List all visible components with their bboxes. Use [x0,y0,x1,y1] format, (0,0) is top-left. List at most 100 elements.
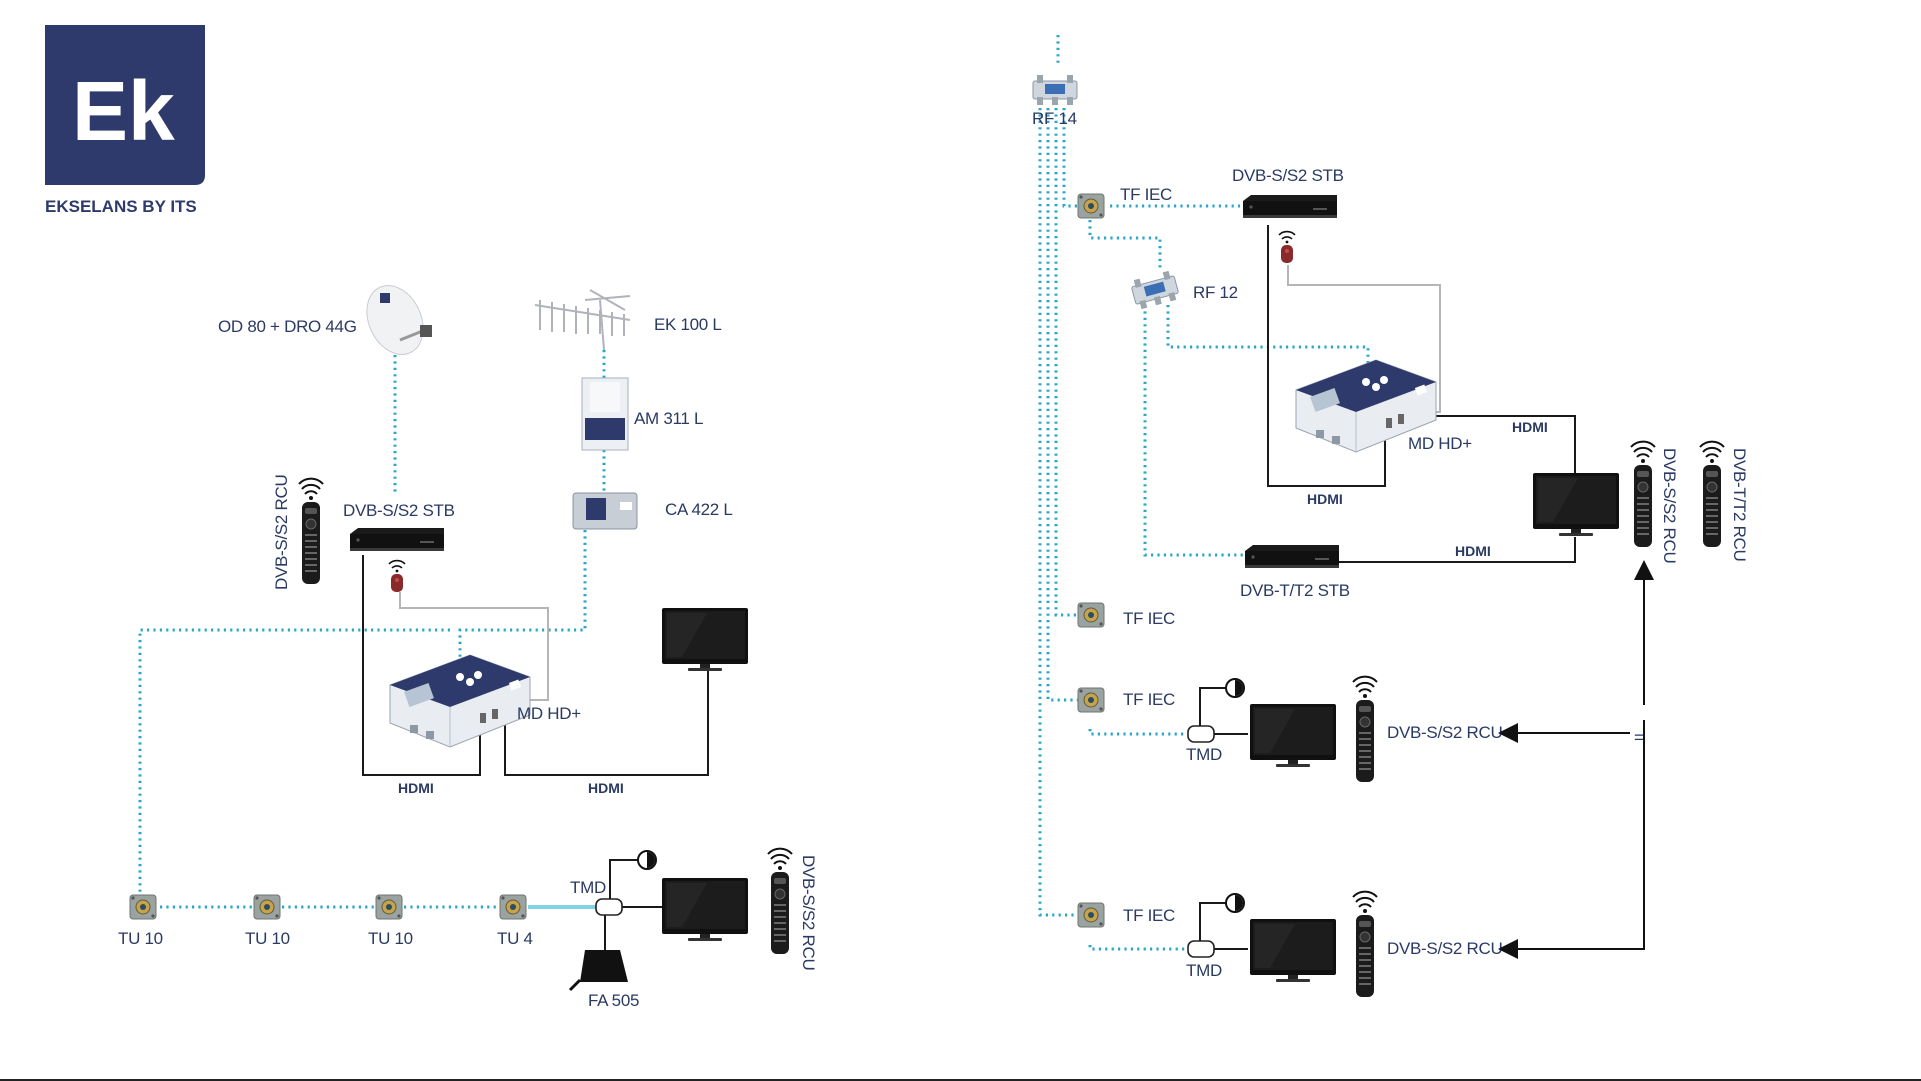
hdmi-modulator-to-tv-right [1420,415,1576,473]
amp-label: AM 311 L [634,409,703,428]
bottom-rule [0,1079,1921,1081]
rcu4-label: DVB-S/S2 RCU [1387,939,1502,958]
ekselans-logo: Ek EKSELANS BY ITS [45,25,205,216]
dvb-s-remote-3 [1352,675,1378,783]
dish-label: OD 80 + DRO 44G [218,317,357,336]
fa-label: FA 505 [588,991,639,1010]
modulator-label-right: MD HD+ [1408,434,1472,453]
rcu-label: DVB-S/S2 RCU [272,475,291,590]
outlet-tu10-1 [129,894,157,920]
ca-label: CA 422 L [665,500,733,519]
logo-mark-background [45,25,205,185]
hdmi-label-top: HDMI [1512,419,1548,435]
dvb-t-remote [1699,440,1725,548]
tu10-label-3: TU 10 [368,929,413,948]
hdmi-stb-to-modulator-right [1267,225,1386,487]
left-installation: OD 80 + DRO 44G EK 100 L AM 311 L CA 422… [118,285,818,1010]
tfiec-label-1: TF IEC [1120,185,1172,204]
tfiec-label-4: TF IEC [1123,906,1175,925]
hdmi-label-loop: HDMI [1307,491,1343,507]
ir-receiver-left [388,559,406,593]
modulator-label: MD HD+ [517,704,581,723]
dvb-t-stb [1245,545,1339,568]
tmd-right-1 [1187,725,1215,743]
coax-modulator-to-tu-line [138,628,450,895]
hdmi-label-t: HDMI [1455,543,1491,559]
tfiec-label-2: TF IEC [1123,609,1175,628]
tu4-label: TU 4 [497,929,533,948]
outlet-tu10-2 [253,894,281,920]
outlet-tfiec-1 [1077,193,1105,219]
hdmi-label-2: HDMI [588,780,624,796]
rcu-t-label: DVB-T/T2 RCU [1730,448,1749,562]
coax-tfiec-to-rf12 [1088,220,1162,270]
tv-right-1 [1250,704,1336,767]
tmd-eye-wire-right-1 [1199,687,1228,726]
outlet-tu10-3 [375,894,403,920]
tfiec-label-3: TF IEC [1123,690,1175,709]
hdmi-modulator-to-tv [504,668,709,776]
dvb-s-remote-4 [1352,890,1378,998]
outlet-tfiec-4 [1077,902,1105,928]
stb-t-label: DVB-T/T2 STB [1240,581,1350,600]
rf12-label: RF 12 [1193,283,1238,302]
coax-bus-4 [1062,108,1080,208]
tmd-eye-right-1 [1225,678,1245,698]
power-supply-ca [572,492,638,530]
dvb-s-remote-2 [767,847,793,955]
dvb-s-stb [350,528,444,551]
terrestrial-antenna [534,289,631,351]
coax-bus-2 [1046,108,1080,702]
coax-rf12-to-t-stb [1143,305,1245,557]
tmd-eye-left [637,850,657,870]
tu10-label-1: TU 10 [118,929,163,948]
tmd-label-left: TMD [570,878,606,897]
dvb-s-stb-right [1243,195,1337,218]
tmd-eye-wire-left [609,859,640,899]
ir-receiver-right [1278,230,1296,264]
coax-bus-1 [1038,108,1080,917]
coax-tfiec3-to-tmd [1088,729,1188,736]
amplifier [581,377,629,451]
coax-tfiec4-to-tmd [1088,945,1188,951]
splitter-rf12 [1129,269,1181,311]
hdmi-label-1: HDMI [398,780,434,796]
rcu3-label: DVB-S/S2 RCU [1387,723,1502,742]
tmd-label-right-2: TMD [1186,961,1222,980]
stb-label: DVB-S/S2 STB [343,501,455,520]
tv-left-bottom [662,878,748,941]
outlet-tfiec-2 [1077,602,1105,628]
tv-left-top [662,608,748,671]
dvb-s-remote-right [1630,440,1656,548]
coax-bus-3 [1054,108,1080,617]
tmd-eye-right-2 [1225,893,1245,913]
arrow-to-rcu4 [1498,720,1645,959]
dvb-s-remote [298,477,324,585]
equals-sign: = [1634,728,1644,747]
power-adapter [568,950,628,992]
outlet-tfiec-3 [1077,687,1105,713]
stb-s-label-right: DVB-S/S2 STB [1232,166,1344,185]
tmd-label-right-1: TMD [1186,745,1222,764]
hdmi-t-stb-to-tv [1338,537,1576,563]
rf14-label: RF 14 [1032,109,1077,128]
tmd-left [595,898,623,916]
rcu-s-label-right: DVB-S/S2 RCU [1660,448,1679,563]
right-installation: RF 14 TF IEC DVB-S/S2 STB RF 12 MD HD+ H… [1032,35,1749,998]
antenna-label: EK 100 L [654,315,722,334]
coax-ca-to-modulator [458,530,587,658]
outlet-tu4 [499,894,527,920]
tmd-right-2 [1187,940,1215,958]
logo-tagline: EKSELANS BY ITS [45,197,197,216]
rcu-label-2: DVB-S/S2 RCU [799,855,818,970]
ir-link-left [399,592,549,701]
tv-right-2 [1250,919,1336,982]
splitter-rf14 [1032,74,1078,106]
tv-right-main [1533,473,1619,536]
tu10-label-2: TU 10 [245,929,290,948]
satellite-dish [366,285,432,355]
modulator-md-hd [389,654,531,748]
logo-mark: Ek [72,64,175,158]
hdmi-stb-to-modulator [362,555,481,776]
